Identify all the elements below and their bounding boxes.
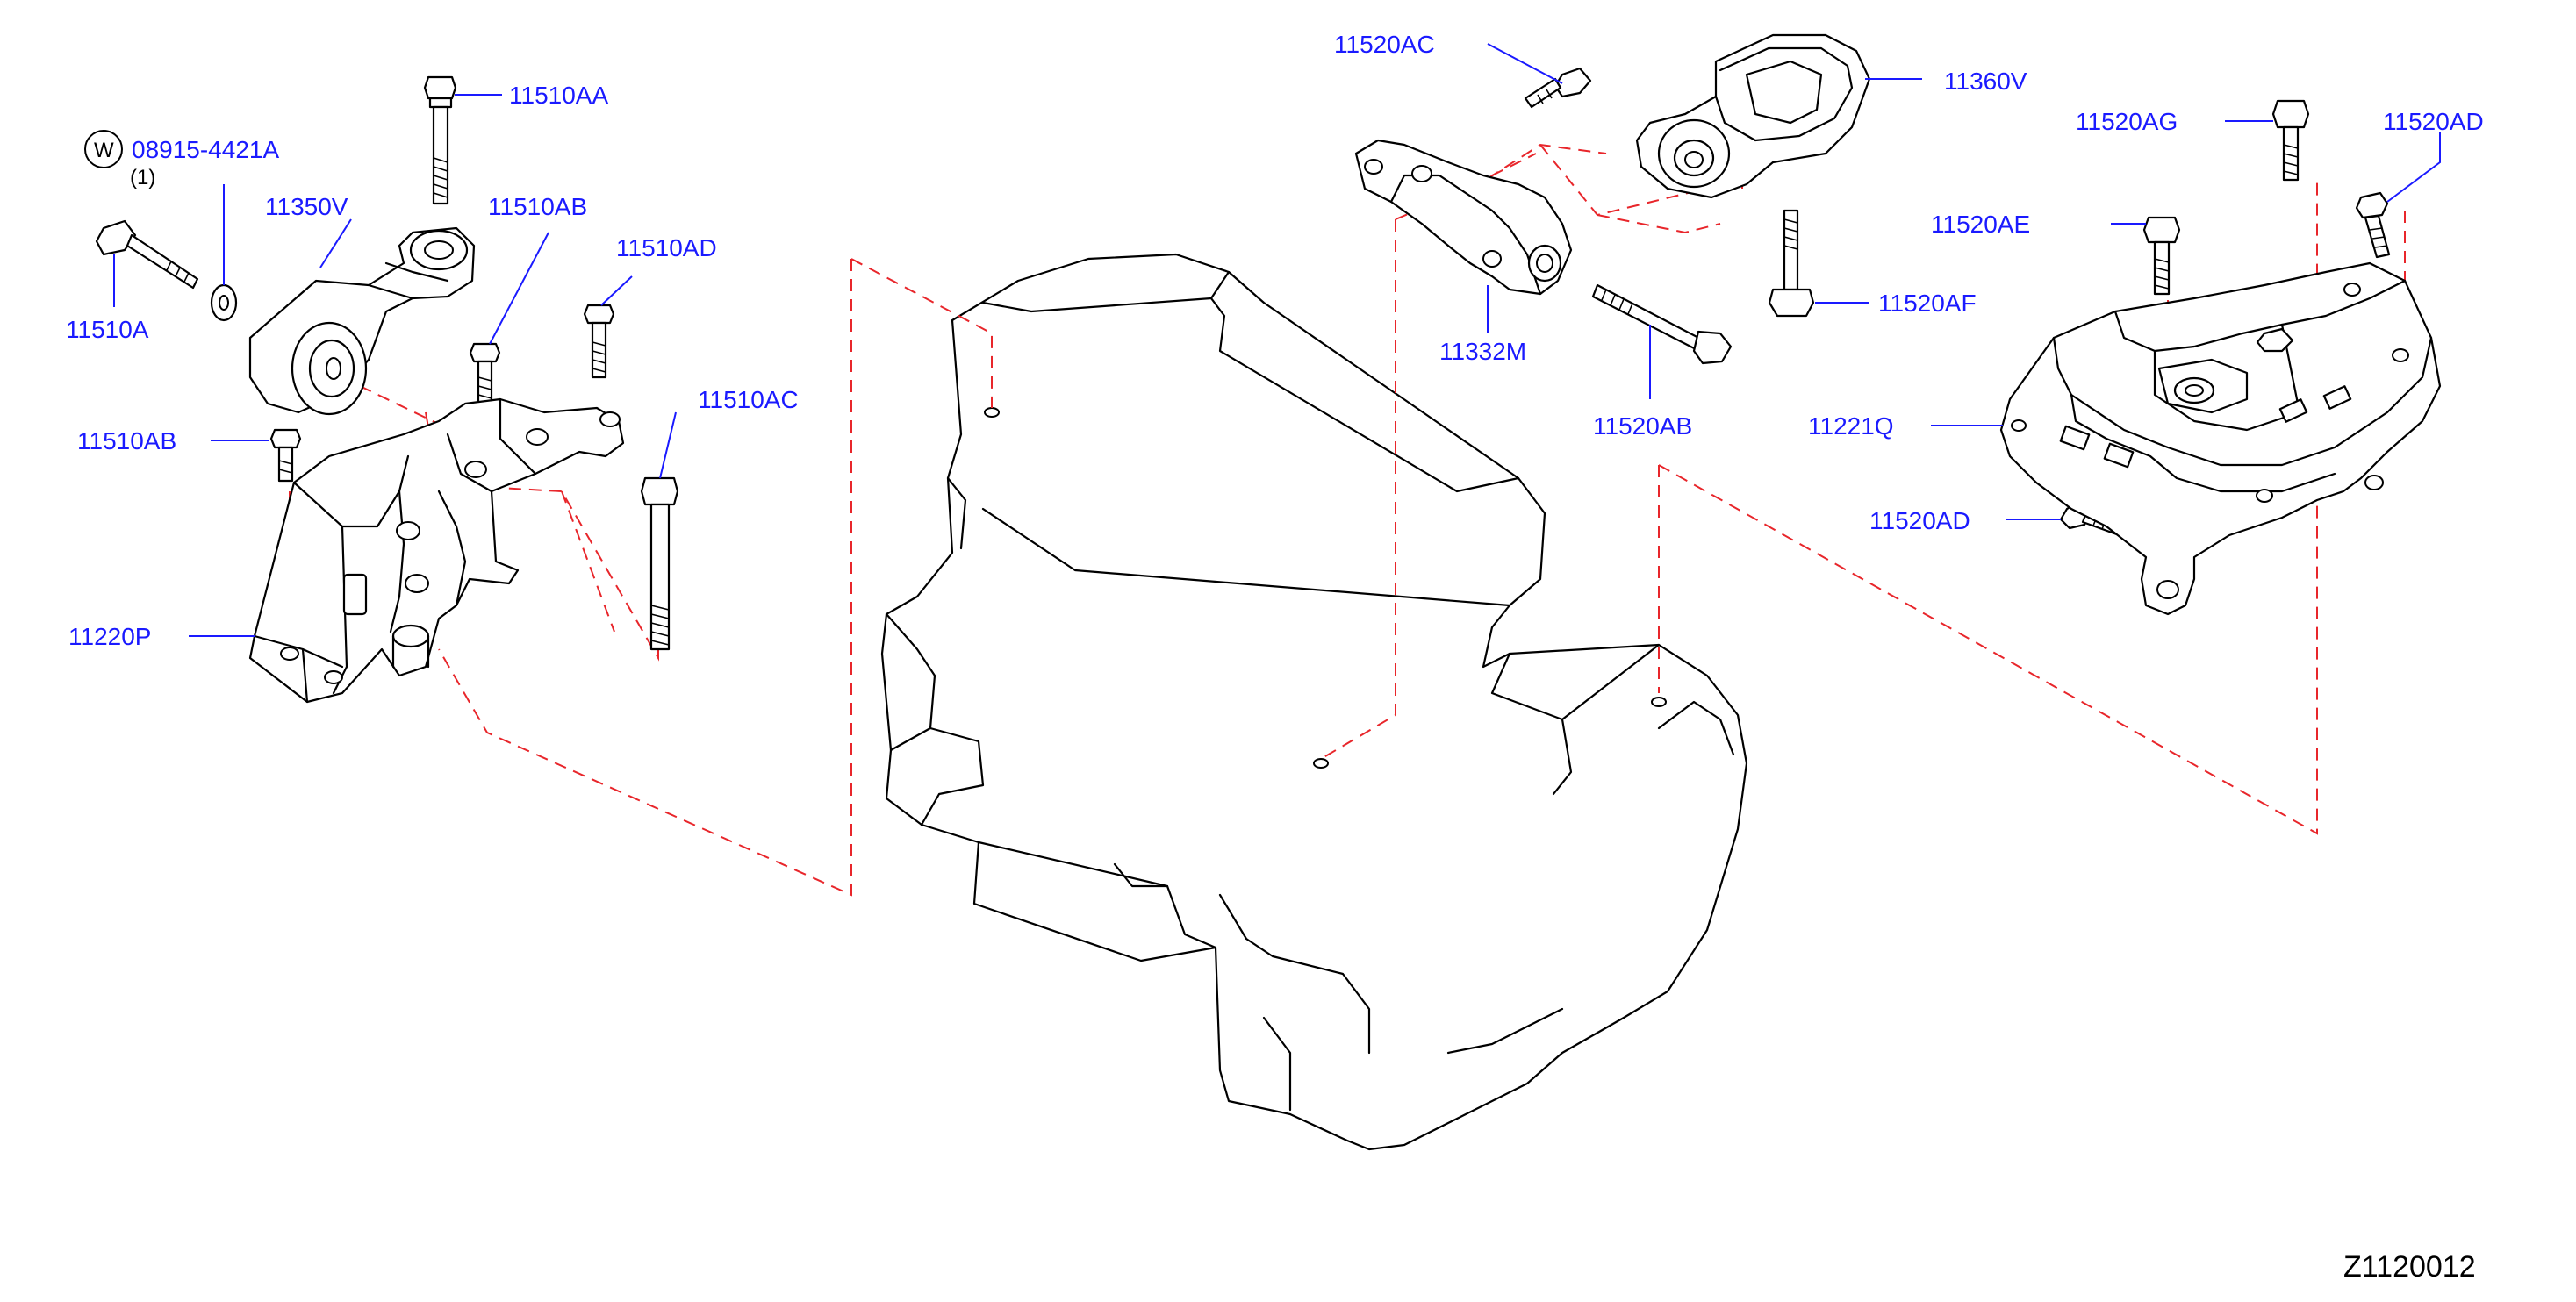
label-11510a: 11510A: [66, 316, 149, 343]
label-11220p: 11220P: [68, 623, 151, 650]
bolt-11520ag: [2271, 99, 2310, 182]
bolt-11520ad-top: [2355, 191, 2391, 259]
label-11520ab: 11520AB: [1593, 412, 1692, 440]
bracket-11332m: [1354, 139, 1573, 296]
washer-symbol: W: [94, 139, 114, 162]
bolt-11510aa: [423, 75, 457, 205]
bolt-11520ae: [2142, 216, 2181, 296]
label-11510ac: 11510AC: [698, 386, 799, 413]
leader-lines: [113, 43, 2441, 637]
bolt-11510ab-top: [469, 342, 501, 405]
label-11520ag: 11520AG: [2076, 108, 2178, 135]
label-11520af: 11520AF: [1878, 290, 1977, 317]
label-11350v: 11350V: [265, 193, 348, 220]
bracket-11220p: [248, 397, 625, 704]
bolt-11510ab-left: [269, 428, 302, 483]
bolt-11520ab: [1591, 283, 1733, 365]
label-11221q: 11221Q: [1808, 412, 1894, 440]
label-11520ae: 11520AE: [1931, 211, 2030, 238]
label-11360v: 11360V: [1944, 68, 2027, 95]
part-labels: 11510AA W 08915-4421A (1) 11350V 11510AB…: [66, 31, 2484, 1284]
label-11520ac: 11520AC: [1334, 31, 1435, 58]
label-11510ab-left: 11510AB: [77, 427, 176, 454]
bolt-11510a: [95, 219, 199, 290]
label-11520ad-bottom: 11520AD: [1869, 507, 1970, 534]
engine-block: [880, 253, 1748, 1151]
label-11520ad-top: 11520AD: [2383, 108, 2484, 135]
label-11332m: 11332M: [1439, 338, 1526, 365]
label-quantity: (1): [130, 166, 155, 190]
mount-insulator-11350v: [248, 226, 476, 416]
mount-insulator-11360v: [1635, 33, 1871, 199]
label-08915-4421a: 08915-4421A: [132, 136, 279, 163]
label-11510aa: 11510AA: [509, 82, 608, 109]
bolt-11510ad-left: [583, 304, 615, 379]
bolt-11520ac: [1524, 67, 1592, 109]
bolt-11520af: [1768, 209, 1815, 318]
label-11510ad-left: 11510AD: [616, 234, 717, 261]
bracket-11221q: [1999, 261, 2442, 616]
diagram-reference-number: Z1120012: [2343, 1250, 2476, 1284]
bolt-11510ac: [640, 476, 679, 651]
washer-08915: [210, 283, 238, 322]
washer-symbol-circle: [84, 130, 123, 168]
label-11510ab-top: 11510AB: [488, 193, 587, 220]
